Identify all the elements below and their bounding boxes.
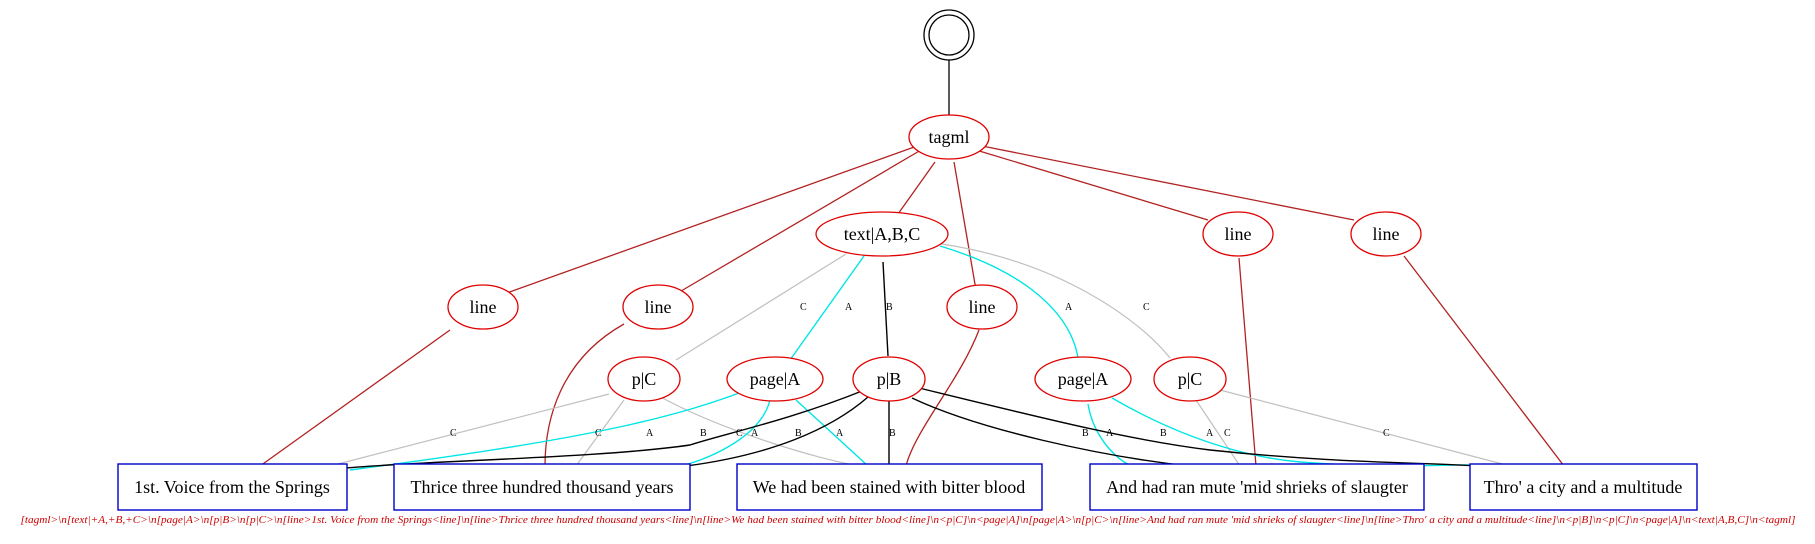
edge-pC2-t5 (1219, 389, 1511, 467)
edge-line5-t5 (1403, 255, 1565, 467)
edge-label-pageA2-t4: A (1106, 428, 1114, 439)
edge-text-pageA1 (789, 255, 865, 361)
edge-tagml-line4 (975, 149, 1209, 221)
svg-text:p|C: p|C (632, 369, 657, 389)
svg-text:line: line (1373, 224, 1400, 244)
edge-label-pageA1-t2: A (751, 428, 759, 439)
edge-line1-t1 (259, 329, 451, 467)
svg-text:line: line (969, 297, 996, 317)
svg-text:page|A: page|A (750, 369, 801, 389)
edge-tagml-line2 (675, 149, 922, 295)
edge-label-text-pageA2: A (1065, 302, 1073, 313)
edge-labels: C A B A C C A B C C A B A B B A B A C C (450, 302, 1390, 439)
edge-label-text-pB: B (886, 302, 893, 313)
node-line3: line (946, 284, 1018, 330)
edge-pB-t4 (911, 397, 1189, 467)
edge-pB-t2 (685, 396, 869, 467)
edge-label-pB-t3: B (889, 428, 896, 439)
edge-pageA1-t1 (349, 391, 743, 471)
layer-b-edges (345, 261, 1501, 469)
svg-text:Thrice three hundred thousand: Thrice three hundred thousand years (411, 477, 674, 497)
edge-pC2-t4 (1195, 399, 1241, 467)
text-node-5: Thro' a city and a multitude (1469, 463, 1698, 511)
edge-label-text-pageA1: A (845, 302, 853, 313)
edge-pC1-t3 (658, 395, 861, 467)
edge-line4-t4 (1238, 257, 1257, 467)
edge-line3-t3 (905, 329, 980, 467)
text-node-4: And had ran mute 'mid shrieks of slaugte… (1089, 463, 1425, 511)
text-node-1: 1st. Voice from the Springs (117, 463, 348, 511)
edge-label-text-pC2: C (1143, 302, 1150, 313)
edge-pB-t1 (345, 390, 863, 469)
edge-label-pB-t4: B (1082, 428, 1089, 439)
edge-text-pageA2 (939, 245, 1079, 359)
svg-text:p|B: p|B (877, 369, 902, 389)
node-line2: line (622, 284, 694, 330)
node-p-c-1: p|C (607, 356, 681, 402)
svg-text:page|A: page|A (1058, 369, 1109, 389)
svg-text:text|A,B,C: text|A,B,C (844, 224, 921, 244)
edge-label-pC2-t4: C (1224, 428, 1231, 439)
edge-pageA2-t5 (1111, 397, 1491, 467)
edge-text-pB (882, 261, 889, 357)
edge-tagml-line1 (503, 145, 918, 295)
edge-label-pB-t5: B (1160, 428, 1167, 439)
edge-pB-t5 (918, 387, 1501, 469)
layer-c-edges (329, 243, 1511, 467)
edge-label-pageA2-t5: A (1206, 428, 1214, 439)
svg-text:Thro' a city and a multitude: Thro' a city and a multitude (1484, 477, 1683, 497)
edge-label-pC1-t1: C (450, 428, 457, 439)
node-line5: line (1350, 211, 1422, 257)
node-text: text|A,B,C (815, 211, 949, 257)
edge-pageA1-t3 (795, 399, 869, 467)
svg-text:1st. Voice from the Springs: 1st. Voice from the Springs (134, 477, 330, 497)
edge-tagml-text (897, 161, 936, 215)
root-node (923, 9, 975, 61)
layer-a-edges (349, 245, 1491, 471)
edge-label-pC1-t2: C (595, 428, 602, 439)
edge-label-pB-t2: B (795, 428, 802, 439)
markup-nodes: tagml text|A,B,C line line line line lin… (447, 114, 1422, 402)
graph-caption: [tagml>\n[text|+A,+B,+C>\n[page|A>\n[p|B… (21, 515, 1796, 526)
svg-text:p|C: p|C (1178, 369, 1203, 389)
hierarchy-edges (259, 60, 1565, 467)
svg-text:line: line (1225, 224, 1252, 244)
edge-label-pC2-t5: C (1383, 428, 1390, 439)
svg-text:line: line (470, 297, 497, 317)
edge-text-pC2 (941, 243, 1171, 359)
text-node-3: We had been stained with bitter blood (736, 463, 1043, 511)
text-nodes: 1st. Voice from the Springs Thrice three… (117, 463, 1698, 511)
text-node-2: Thrice three hundred thousand years (393, 463, 691, 511)
edge-tagml-line5 (981, 145, 1355, 221)
svg-text:line: line (645, 297, 672, 317)
node-tagml: tagml (908, 114, 990, 160)
node-p-b: p|B (852, 356, 926, 402)
edge-label-text-pC1: C (800, 302, 807, 313)
edge-tagml-line3 (953, 161, 977, 291)
edge-text-pC1 (675, 253, 847, 361)
edge-pC1-t1 (329, 393, 610, 467)
node-line1: line (447, 284, 519, 330)
svg-text:We had been stained with bitte: We had been stained with bitter blood (753, 477, 1025, 497)
edge-label-pB-t1: B (700, 428, 707, 439)
edge-label-pC1-t3: C (736, 428, 743, 439)
node-page-a-1: page|A (726, 356, 824, 402)
edge-label-pageA1-t3: A (836, 428, 844, 439)
edge-label-pageA1-t1: A (646, 428, 654, 439)
node-p-c-2: p|C (1153, 356, 1227, 402)
node-line4: line (1202, 211, 1274, 257)
svg-text:tagml: tagml (929, 127, 970, 147)
svg-text:And had ran mute 'mid shrieks: And had ran mute 'mid shrieks of slaugte… (1106, 477, 1408, 497)
edge-line2-t2 (544, 323, 625, 467)
node-page-a-2: page|A (1034, 356, 1132, 402)
